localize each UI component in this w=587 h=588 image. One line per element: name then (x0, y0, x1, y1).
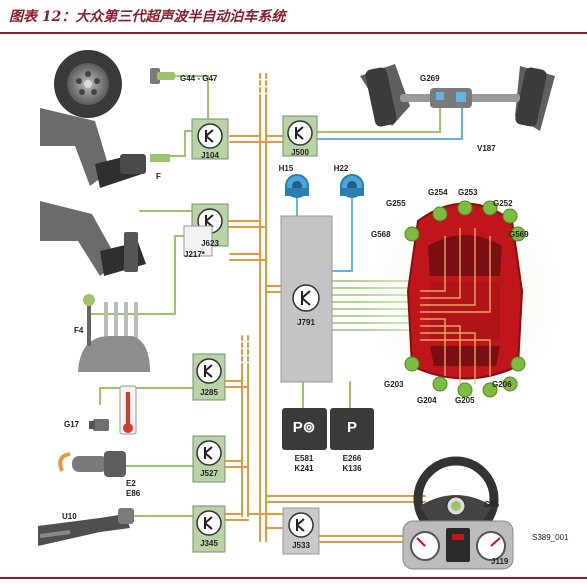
trailer-coupling-illustration (38, 508, 134, 546)
modules (183, 115, 333, 555)
brake-pedal-illustration (40, 108, 170, 188)
footer-rule (0, 577, 587, 579)
car-with-ultrasonic-sensors (355, 171, 575, 421)
temperature-sensor-illustration (89, 385, 137, 435)
wiring (89, 73, 463, 543)
parking-system-diagram (38, 50, 575, 570)
turn-signal-stalk-illustration (58, 451, 126, 477)
figure-header: 图表 12：大众第三代超声波半自动泊车系统 (0, 0, 587, 34)
gear-shifter-illustration (78, 294, 150, 372)
speakers (285, 174, 364, 198)
steering-rack-illustration (360, 64, 555, 131)
accelerator-pedal-illustration (40, 201, 146, 276)
figure-title: 图表 12：大众第三代超声波半自动泊车系统 (9, 9, 286, 25)
instrument-cluster-illustration (402, 520, 514, 570)
park-assist-buttons (282, 408, 374, 450)
wheel-speed-sensor-illustration (54, 50, 175, 118)
